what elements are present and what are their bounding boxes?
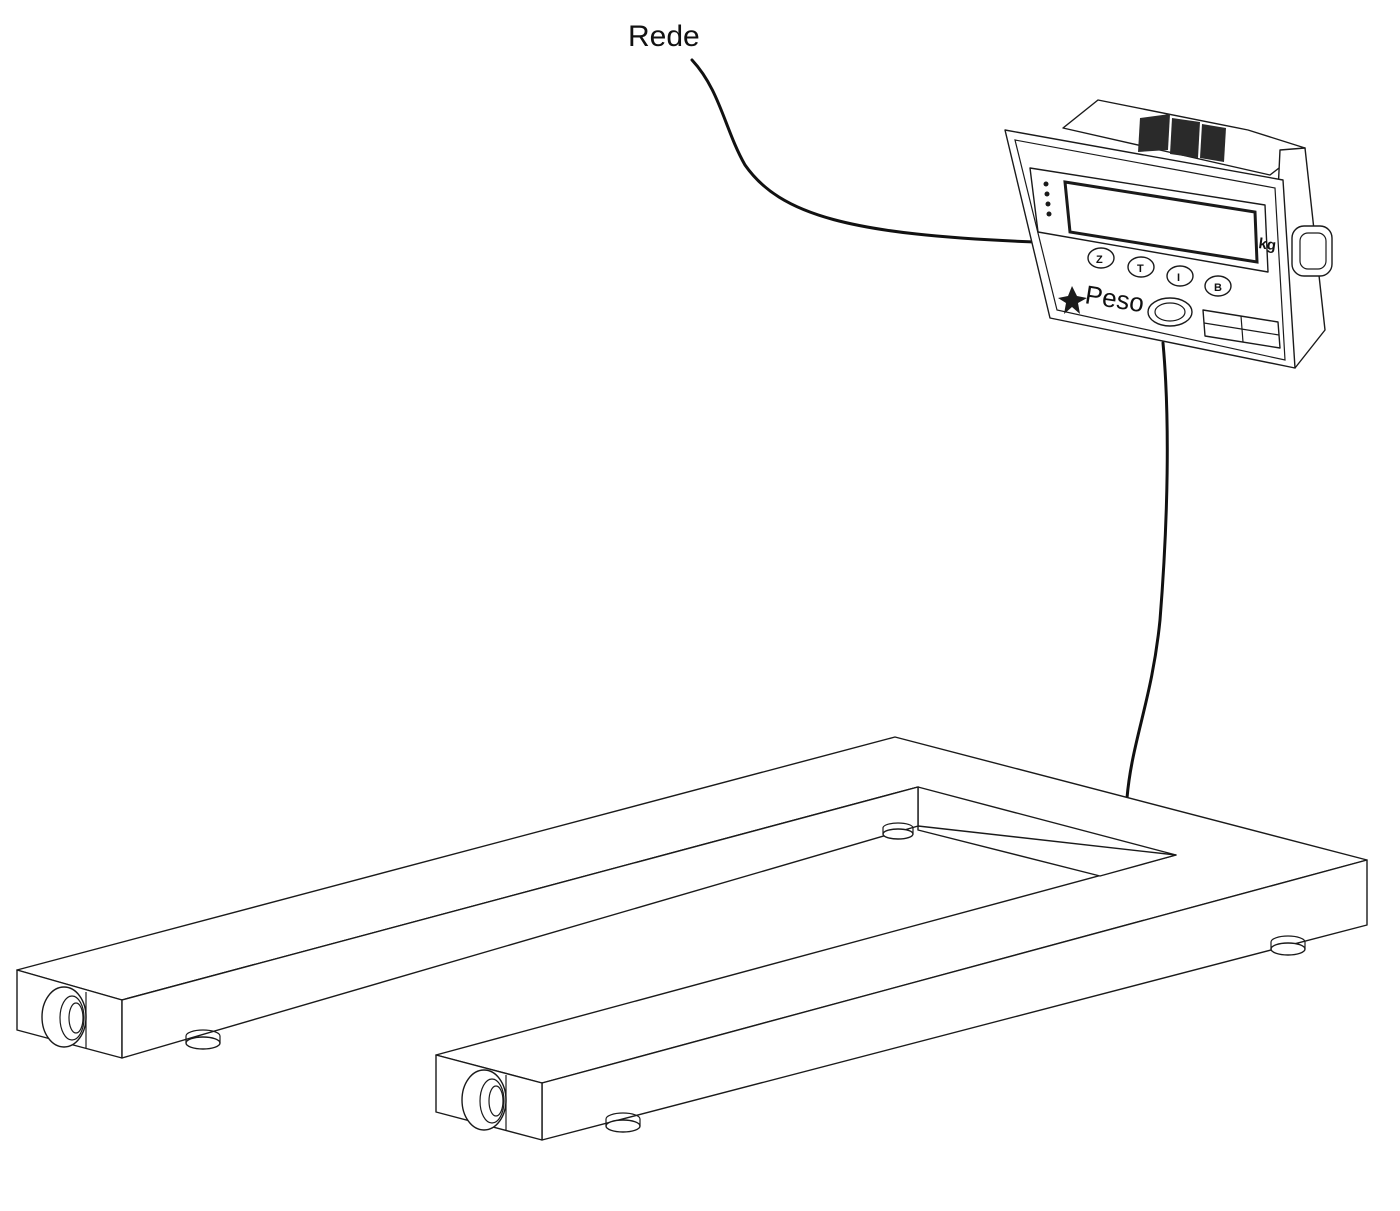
network-cable-label: Rede [628, 20, 700, 53]
back-right-foot [1270, 935, 1306, 956]
info-plates [1202, 309, 1281, 349]
frame-top-surface [16, 736, 1368, 1084]
power-button[interactable] [1147, 297, 1193, 327]
key-i-button[interactable] [1166, 265, 1194, 287]
weighing-indicator: kg Z T I B Peso [1004, 99, 1333, 369]
key-tare-label: T [1137, 263, 1144, 275]
left-fork-foot [185, 1029, 221, 1050]
network-cable [690, 58, 1037, 244]
frame-inner-wall-right [917, 825, 1177, 877]
right-fork-wheel-icon [461, 1069, 507, 1131]
pallet-scale-frame [16, 736, 1368, 1141]
key-i-label: I [1177, 272, 1180, 284]
indicator-keypad: Z T I B [1087, 247, 1232, 297]
vent-grille-icon [1138, 114, 1226, 162]
status-leds [1043, 181, 1052, 217]
unit-label: kg [1257, 235, 1277, 254]
left-fork-wheel-icon [41, 986, 87, 1048]
key-b-button[interactable] [1204, 275, 1232, 297]
key-zero-button[interactable] [1087, 247, 1115, 269]
key-b-label: B [1214, 282, 1222, 294]
cable-gland-knob [1291, 225, 1333, 277]
key-tare-button[interactable] [1127, 256, 1155, 278]
load-cell-cable [1125, 341, 1169, 800]
key-zero-label: Z [1096, 254, 1103, 266]
back-inner-foot [882, 822, 914, 840]
left-fork-side-face [121, 786, 919, 1059]
right-fork-foot [605, 1112, 641, 1133]
